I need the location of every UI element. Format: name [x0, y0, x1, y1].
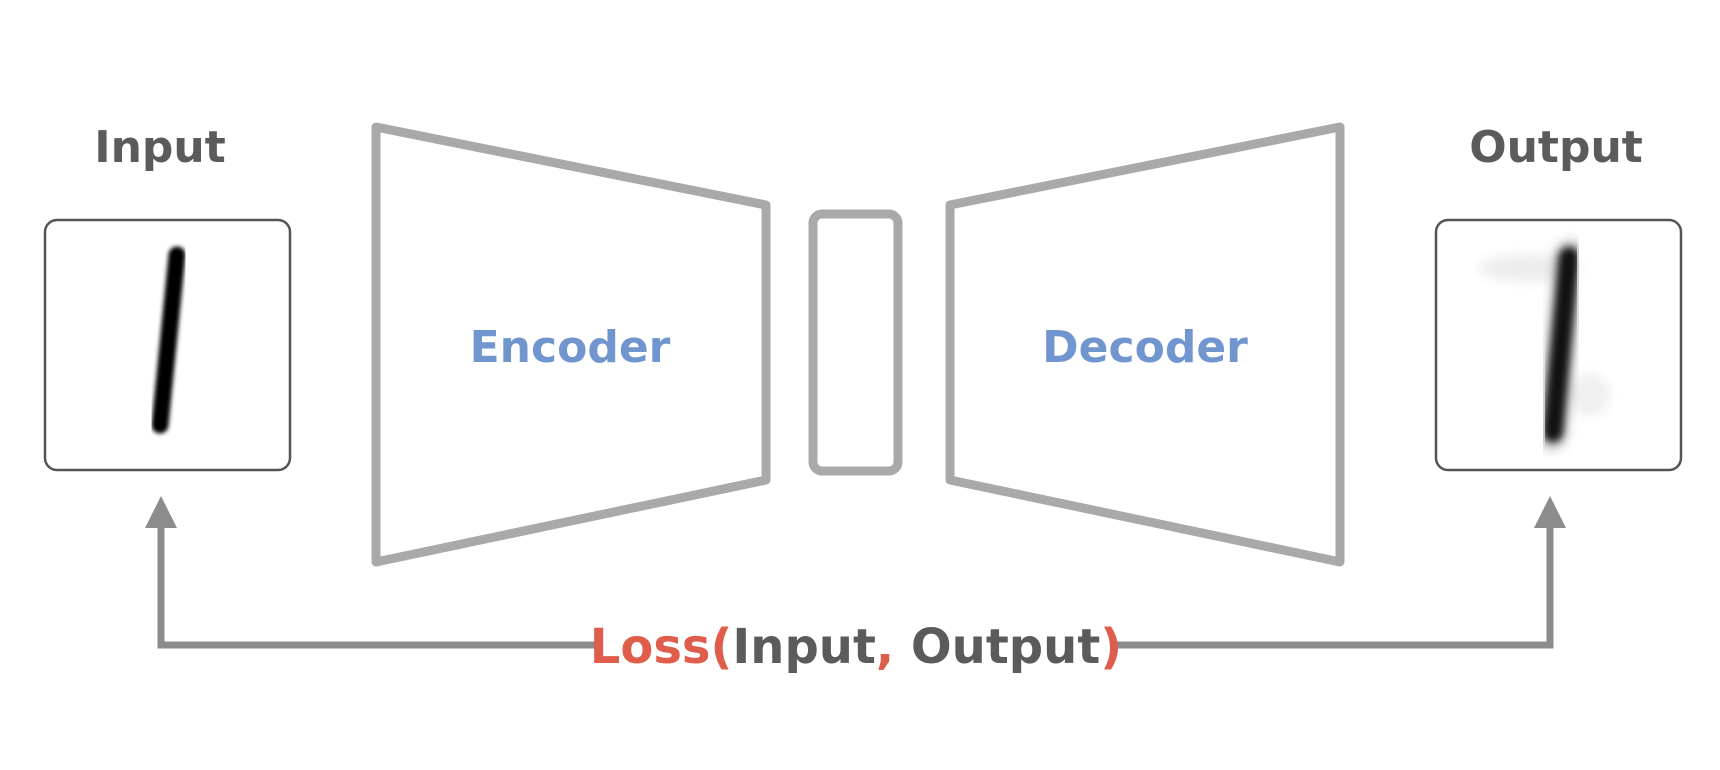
loss-arrow-left [145, 496, 595, 649]
encoder-shape [371, 122, 771, 567]
reconstructed-digit-icon [1478, 241, 1610, 449]
input-title: Input [94, 122, 226, 173]
loss-comma: , [876, 619, 894, 675]
input-image [43, 218, 292, 472]
latent-code-block [808, 209, 903, 476]
loss-arg-output: Output [911, 619, 1100, 675]
loss-function-name: Loss [590, 619, 711, 675]
arrow-up-left-icon [145, 496, 177, 528]
encoder-label: Encoder [470, 322, 671, 373]
arrow-up-right-icon [1534, 496, 1566, 528]
loss-arg-input: Input [732, 619, 876, 675]
loss-space [894, 619, 911, 675]
decoder-shape [945, 122, 1345, 567]
loss-formula: Loss(Input, Output) [590, 619, 1122, 675]
loss-close-paren: ) [1100, 619, 1122, 675]
digit-one-icon [151, 246, 186, 434]
decoder-block: Decoder [945, 122, 1345, 567]
loss-arrow-right [1116, 496, 1566, 649]
decoder-label: Decoder [1042, 322, 1248, 373]
loss-open-paren: ( [710, 619, 732, 675]
output-image [1434, 218, 1683, 472]
encoder-block: Encoder [371, 122, 771, 567]
output-title: Output [1469, 122, 1643, 173]
